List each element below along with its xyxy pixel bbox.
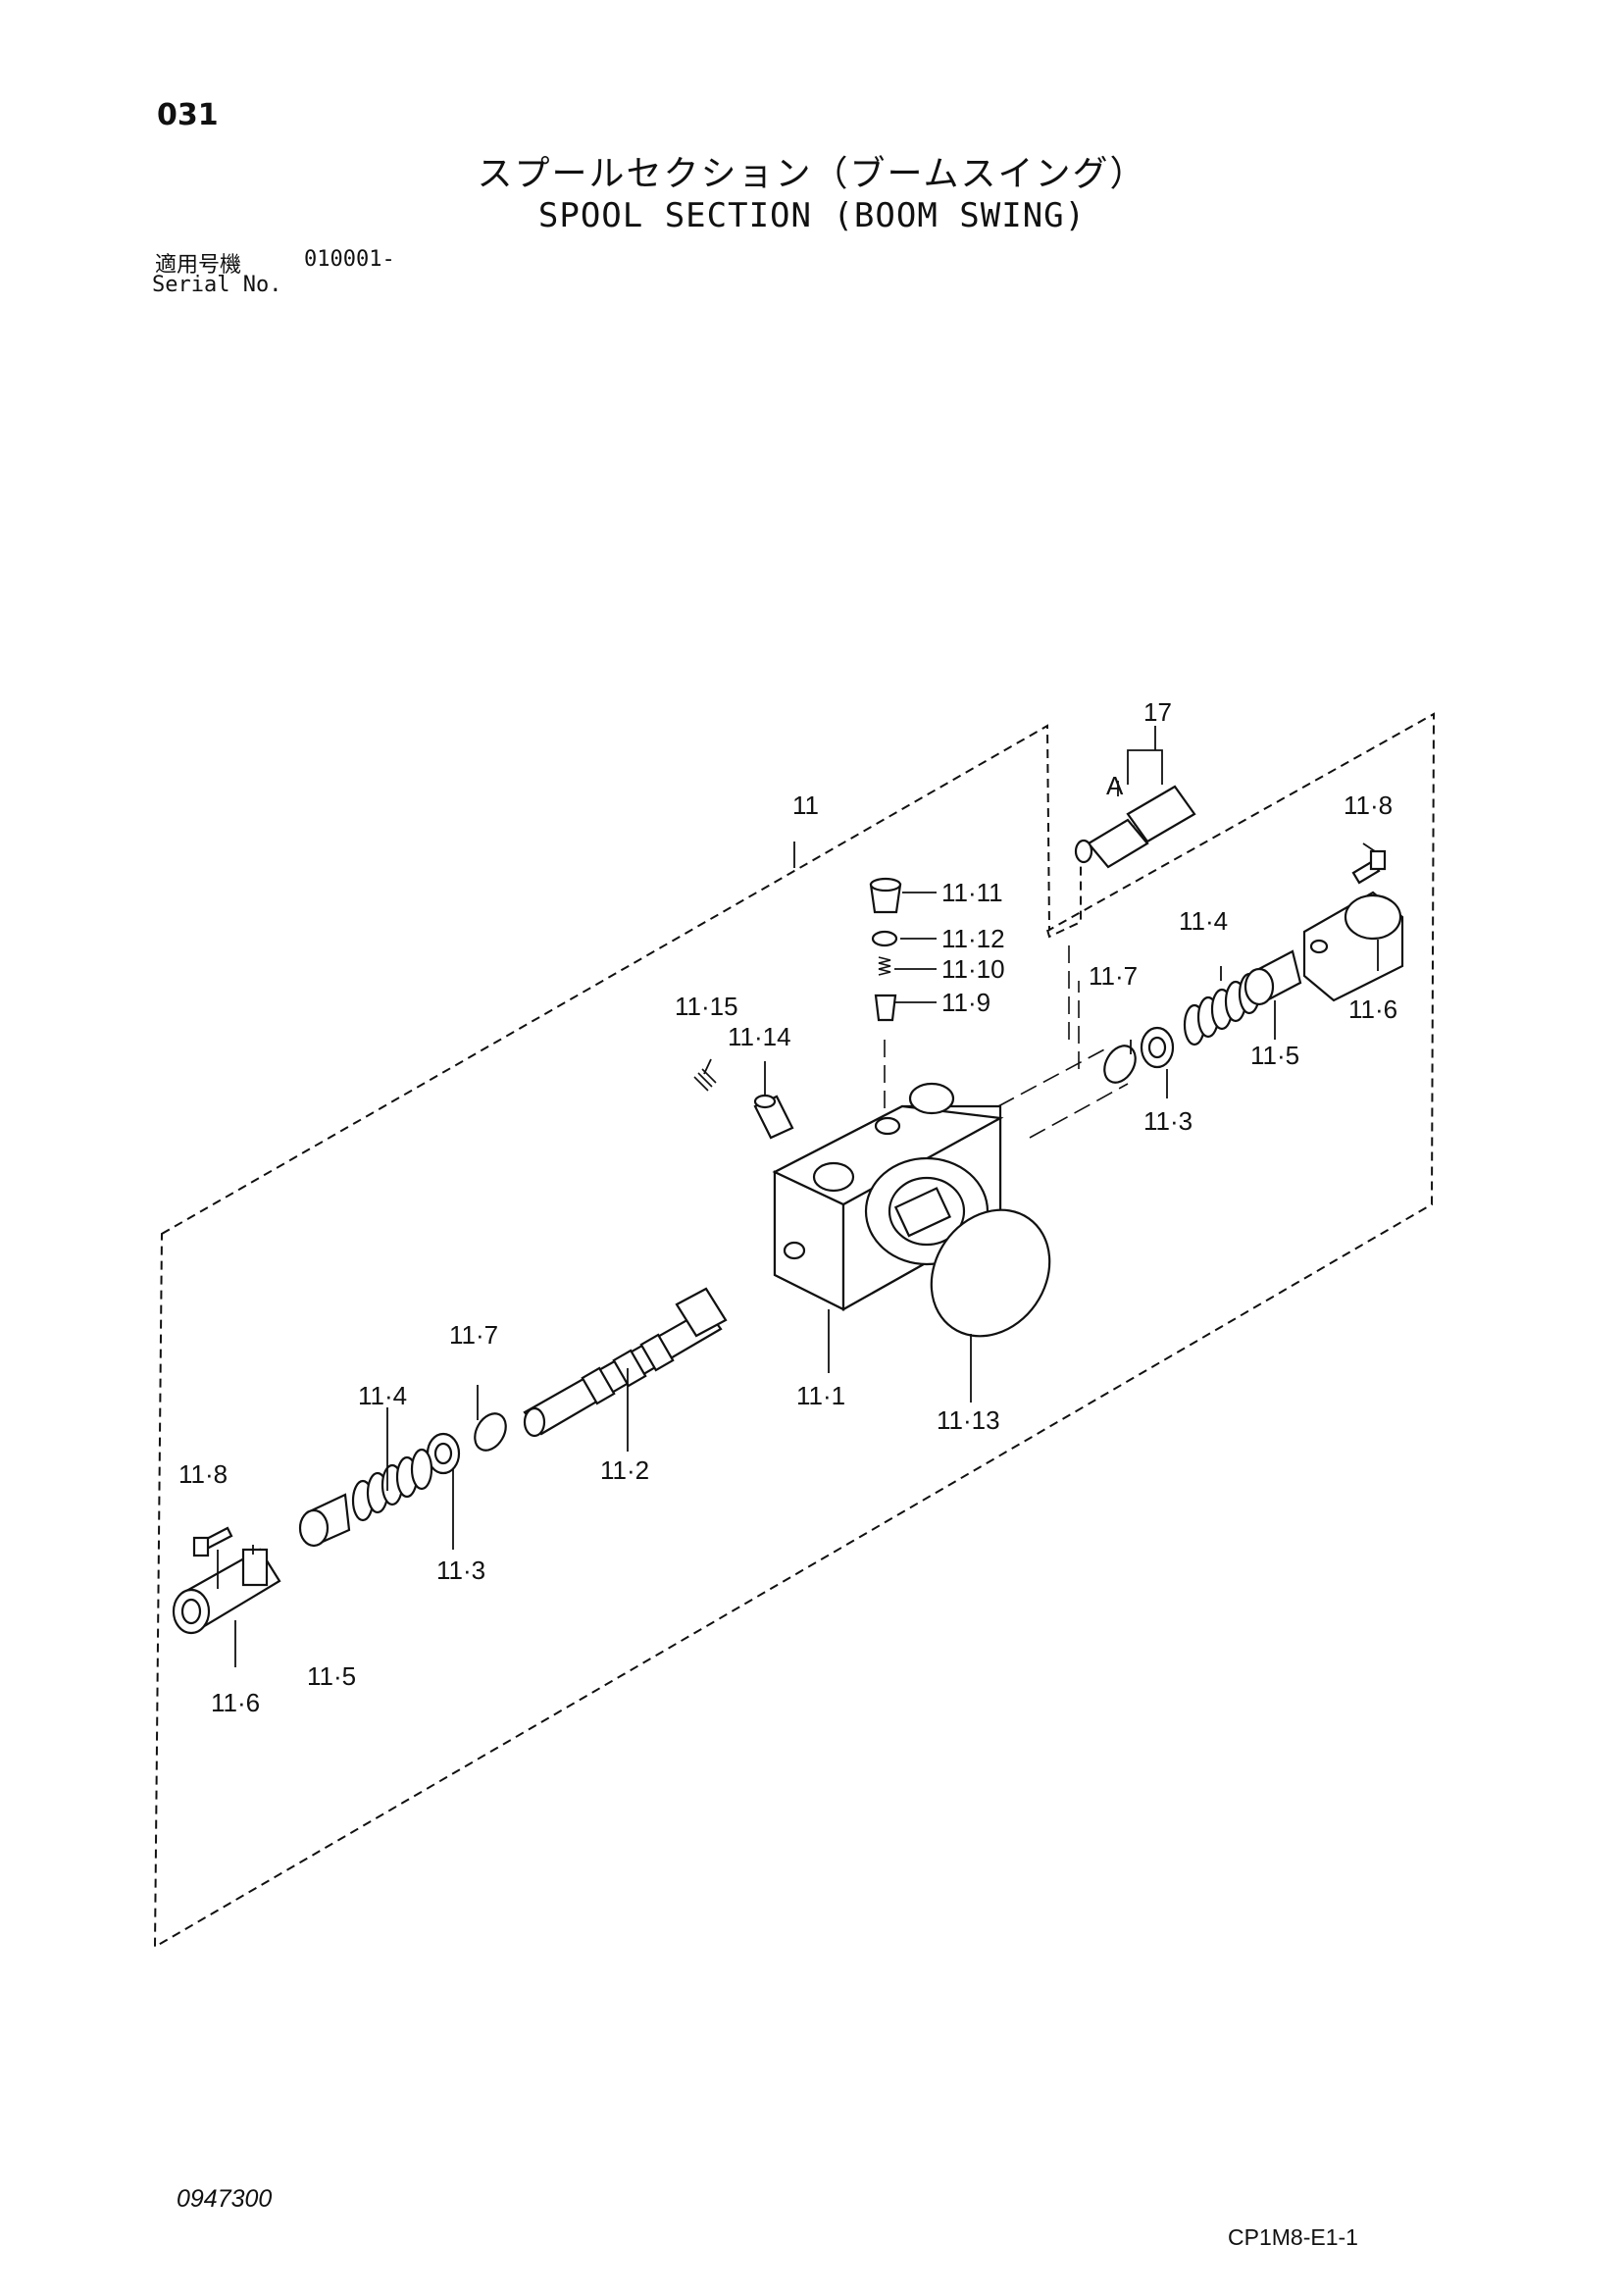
label-17: 17 — [1143, 697, 1172, 727]
bolt-left — [192, 1526, 233, 1557]
o-ring-small — [871, 930, 898, 947]
sheet-code: CP1M8-E1-1 — [1228, 2224, 1358, 2250]
drawing-number: 0947300 — [177, 2185, 273, 2213]
label-11: 11 — [792, 791, 819, 820]
stopper-left — [298, 1493, 351, 1548]
label-A: A — [1106, 771, 1124, 800]
label-11-4-right: 11·4 — [1179, 906, 1228, 936]
plug — [869, 877, 902, 914]
label-11-5-left: 11·5 — [307, 1661, 356, 1691]
spring-seat-left — [426, 1432, 461, 1475]
page-number: 031 — [157, 98, 219, 132]
label-11-15: 11·15 — [675, 992, 738, 1021]
spring-seat-right — [1140, 1026, 1175, 1069]
stopper-right — [1243, 949, 1302, 1006]
label-11-13: 11·13 — [937, 1405, 1000, 1435]
leader-lines — [217, 726, 1379, 1667]
axis-line-upper — [997, 1046, 1129, 1139]
o-ring-left — [474, 1412, 507, 1452]
label-11-6-right: 11·6 — [1348, 995, 1397, 1024]
page-title-japanese: スプールセクション（ブームスイング） — [477, 154, 1147, 194]
pressure-sensor — [1074, 785, 1196, 869]
label-11-12: 11·12 — [941, 924, 1005, 953]
label-11-3-right: 11·3 — [1143, 1106, 1193, 1136]
label-11-1: 11·1 — [796, 1381, 845, 1410]
o-ring-right — [1103, 1045, 1137, 1084]
label-11-3-left: 11·3 — [436, 1556, 485, 1585]
o-ring-large — [930, 1208, 1051, 1338]
serial-label-english: Serial No. — [152, 273, 282, 297]
label-11-4-left: 11·4 — [358, 1381, 407, 1410]
label-11-6-left: 11·6 — [211, 1688, 260, 1717]
poppet — [874, 994, 897, 1022]
spring-left — [351, 1448, 433, 1522]
label-11-8-right: 11·8 — [1344, 791, 1393, 820]
axis-line-vertical — [884, 942, 1080, 1118]
label-11-7-right: 11·7 — [1089, 961, 1138, 991]
cap-right — [1302, 891, 1404, 1002]
label-11-5-right: 11·5 — [1250, 1041, 1299, 1070]
plunger — [753, 1094, 794, 1140]
label-11-11: 11·11 — [941, 878, 1003, 907]
label-11-8-left: 11·8 — [178, 1459, 228, 1489]
label-11-7-left: 11·7 — [449, 1320, 498, 1350]
spring-small — [878, 956, 891, 976]
assembly-boundary-11 — [153, 712, 1436, 1949]
label-11-14: 11·14 — [728, 1022, 791, 1051]
serial-number-value: 010001- — [304, 247, 395, 272]
bolt-right — [1351, 849, 1387, 885]
serial-label-japanese: 適用号機 — [155, 253, 242, 278]
label-11-10: 11·10 — [941, 954, 1005, 984]
page-title-english: SPOOL SECTION (BOOM SWING) — [537, 196, 1087, 235]
sensor-boundary-17 — [1046, 803, 1178, 939]
cap-left — [172, 1548, 281, 1635]
spool — [523, 1287, 728, 1438]
label-11-9: 11·9 — [941, 988, 990, 1017]
label-11-2: 11·2 — [600, 1455, 649, 1485]
